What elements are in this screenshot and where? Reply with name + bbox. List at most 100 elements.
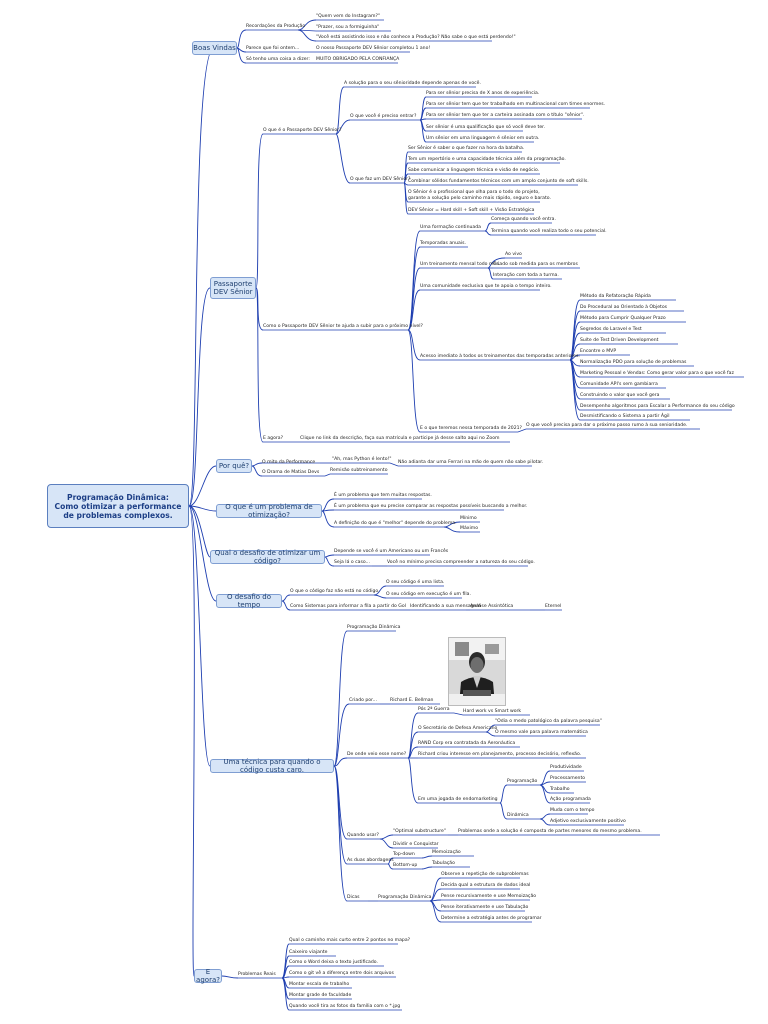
mindmap-node[interactable]: Para ser sênior tem que ter a carteira a… [426,113,585,118]
mindmap-node[interactable]: Parece que foi ontem... [246,46,300,51]
branch-desafio-tempo[interactable]: O desafio do tempo [216,593,282,609]
mindmap-node[interactable]: O que é o Passaporte DEV Sênior? [263,128,342,133]
mindmap-node[interactable]: Comunidade API's sem gambiarra [580,382,658,387]
branch-problema-otimizacao[interactable]: O que é um problema de otimização? [216,503,322,519]
mindmap-node[interactable]: O Sênior é o profissional que olha para … [408,190,540,195]
mindmap-node[interactable]: Como o Word deixa o texto justificado. [289,960,378,965]
mindmap-node[interactable]: Mínimo [460,516,477,521]
mindmap-node[interactable]: Interação com toda a turma. [493,273,559,278]
mindmap-node[interactable]: Ser Sênior é saber o que fazer na hora d… [408,146,525,151]
mindmap-node[interactable]: Ser sênior é uma qualificação que só voc… [426,125,546,130]
mindmap-node[interactable]: Normalização PDO para solução de problem… [580,360,687,365]
mindmap-node[interactable]: Do Procedural ao Orientado à Objetos [580,305,668,310]
mindmap-node[interactable]: Segredos do Laravel e Test [580,327,642,332]
mindmap-node[interactable]: garante a solução pelo caminho mais rápi… [408,196,551,201]
mindmap-node[interactable]: Depende se você é um Americano ou um Fra… [334,549,449,554]
mindmap-node[interactable]: Problemas Reais [238,972,276,977]
mindmap-node[interactable]: Bottom-up [393,863,418,868]
mindmap-node[interactable]: DEV Sênior = Hard skill + Soft skill + V… [408,208,535,213]
mindmap-node[interactable]: O Drama de Matias Devs [262,470,320,475]
mindmap-node[interactable]: Eternel [545,604,562,609]
mindmap-node[interactable]: Para ser sênior precisa de X anos de exp… [426,91,540,96]
mindmap-node[interactable]: Não adianta dar uma Ferrari na mão de qu… [398,460,544,465]
mindmap-node[interactable]: Decida qual a estrutura de dados ideal [441,883,531,888]
mindmap-node[interactable]: Ao vivo [505,252,522,257]
mindmap-node[interactable]: Criado sob medida para os membros [493,262,578,267]
mindmap-node[interactable]: MUITO OBRIGADO PELA CONFIANÇA [316,57,400,62]
mindmap-node[interactable]: RAND Corp era contratada da Aeronáutica [418,741,516,746]
mindmap-node[interactable]: Clique no link da descrição, faça sua ma… [300,436,500,441]
mindmap-node[interactable]: Dividir e Conquistar [393,842,439,847]
central-topic[interactable]: Programação Dinâmica: Como otimizar a pe… [47,484,189,528]
mindmap-node[interactable]: Hard work vs Smart work [463,709,522,714]
mindmap-node[interactable]: É um problema que tem muitas respostas. [334,493,432,498]
mindmap-node[interactable]: O mito da Performance [262,460,316,465]
mindmap-node[interactable]: De onde veio esse nome? [347,752,407,757]
mindmap-node[interactable]: Uma comunidade exclusiva que te apoia o … [420,284,552,289]
mindmap-node[interactable]: Montar escala de trabalho [289,982,350,987]
branch-desafio-otimizar[interactable]: Qual o desafio de otimizar um código? [210,549,325,565]
mindmap-node[interactable]: Richard E. Bellman [390,698,434,703]
mindmap-node[interactable]: Termina quando você realiza todo o seu p… [491,229,607,234]
mindmap-node[interactable]: O que o código faz não está no código. [290,589,380,594]
mindmap-node[interactable]: Para ser sênior tem que ter trabalhado e… [426,102,606,107]
mindmap-node[interactable]: Acesso imediato à todos os treinamentos … [420,354,580,359]
mindmap-node[interactable]: A solução para o seu sênioridade depende… [344,81,481,86]
mindmap-node[interactable]: Programação Dinâmica [347,625,401,630]
mindmap-node[interactable]: Desempenho algoritmos para Escalar a Per… [580,404,735,409]
mindmap-node[interactable]: Remisão subtreinamento [330,468,388,473]
mindmap-node[interactable]: Observe a repetição de subproblemas [441,872,529,877]
mindmap-node[interactable]: O Secretário de Defesa Americano [418,726,498,731]
mindmap-node[interactable]: "Prazer, sou a formiguinha" [316,25,380,30]
mindmap-node[interactable]: Como o git vê a diferença entre dois arq… [289,971,394,976]
mindmap-node[interactable]: Pense recursivamente e use Memoização [441,894,537,899]
mindmap-node[interactable]: O seu código é uma lista. [386,580,445,585]
mindmap-node[interactable]: Programação [507,779,538,784]
mindmap-node[interactable]: Richard criou interesse em planejamento,… [418,752,582,757]
mindmap-node[interactable]: Você no mínimo precisa compreender a nat… [387,560,535,565]
mindmap-node[interactable]: Uma formação continuada [420,225,481,230]
mindmap-node[interactable]: E o que teremos nessa temporada de 2021? [420,426,522,431]
mindmap-node[interactable]: O nosso Passaporte DEV Sênior completou … [316,46,431,51]
mindmap-node[interactable]: Combinar sólidos fundamentos técnicos co… [408,179,589,184]
mindmap-node[interactable]: Ação programada [550,797,591,802]
mindmap-node[interactable]: Problemas onde a solução é composta de p… [458,829,642,834]
mindmap-node[interactable]: Pós 2ª Guerra [418,707,450,712]
mindmap-node[interactable]: Tabulação [432,861,455,866]
mindmap-node[interactable]: Memoização [432,850,461,855]
branch-tecnica[interactable]: Uma técnica para quando o código custa c… [210,758,334,774]
mindmap-node[interactable]: Encontre o MVP [580,349,617,354]
mindmap-node[interactable]: O que você precisa para dar o próximo pa… [526,423,688,428]
mindmap-node[interactable]: "Odia o medo patológico da palavra pesqu… [495,719,602,724]
mindmap-node[interactable]: O que faz um DEV Sênior? [350,177,411,182]
mindmap-node[interactable]: Máximo [460,526,479,531]
mindmap-node[interactable]: Produtividade [550,765,582,770]
mindmap-node[interactable]: "Você está assistindo isso e não conhece… [316,35,516,40]
mindmap-node[interactable]: Dinâmica [507,813,529,818]
mindmap-node[interactable]: Determine a estratégia antes de programa… [441,916,542,921]
mindmap-node[interactable]: Qual o caminho mais curto entre 2 pontos… [289,938,411,943]
mindmap-node[interactable]: Um sênior em uma linguagem é sênior em o… [426,136,540,141]
mindmap-node[interactable]: Recordações da Produção [246,24,306,29]
mindmap-node[interactable]: Trabalho [550,787,570,792]
mindmap-node[interactable]: Só tenho uma coisa a dizer: [246,57,310,62]
branch-boas-vindas[interactable]: Boas Vindas [192,41,237,55]
mindmap-node[interactable]: Quando você tira as fotos da família com… [289,1004,401,1009]
mindmap-node[interactable]: Muda com o tempo [550,808,595,813]
mindmap-node[interactable]: Temporadas anuais. [420,241,466,246]
mindmap-node[interactable]: Desmistificando o Sistema a partir Ágil [580,414,670,419]
mindmap-node[interactable]: "Quem vem do Instagram?" [316,14,380,19]
mindmap-node[interactable]: Método da Refatoração Rápida [580,294,651,299]
mindmap-node[interactable]: O mesmo vale para palavra matemática [495,730,588,735]
mindmap-node[interactable]: Marketing Pessoal e Vendas: Como gerar v… [580,371,734,376]
branch-passaporte[interactable]: Passaporte DEV Sênior [210,277,256,299]
mindmap-node[interactable]: Um treinamento mensal todo mês. [420,262,501,267]
mindmap-node[interactable]: E agora? [263,436,284,441]
mindmap-node[interactable]: Dicas [347,895,360,900]
mindmap-node[interactable]: Começa quando você entra. [491,217,556,222]
mindmap-node[interactable]: Suíte de Test Driven Development [580,338,659,343]
mindmap-node[interactable]: Quando usar? [347,833,379,838]
mindmap-node[interactable]: "Optimal substructure" [393,829,446,834]
mindmap-node[interactable]: Tem um repertório e uma capacidade técni… [408,157,566,162]
mindmap-node[interactable]: Identificando a sua mensagem [410,604,481,609]
